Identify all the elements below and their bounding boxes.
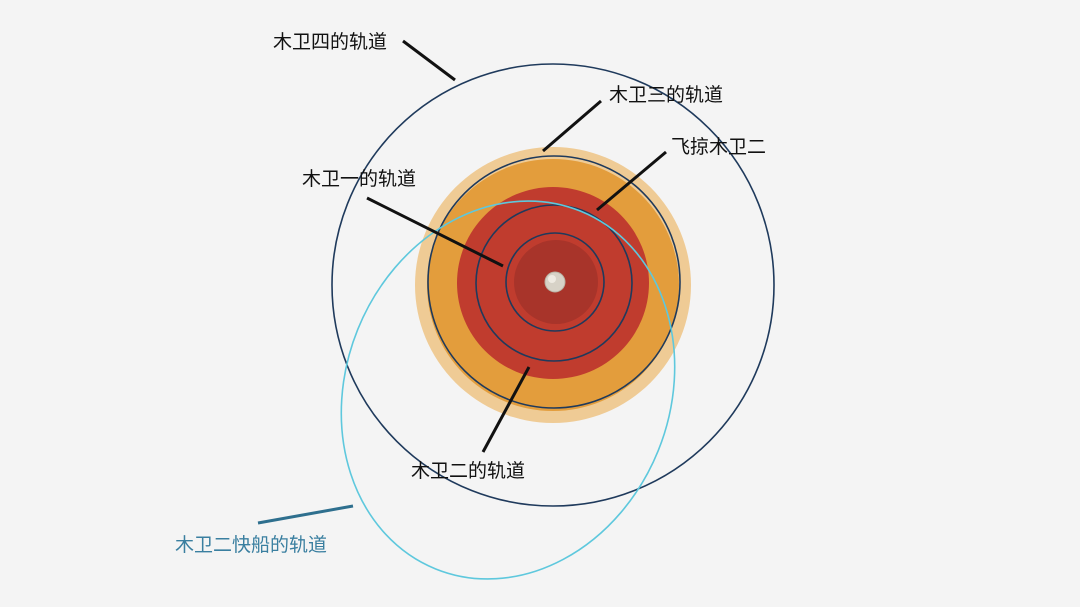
europa-orbit xyxy=(475,204,633,362)
callisto-orbit-label: 木卫四的轨道 xyxy=(273,31,387,53)
io-orbit xyxy=(505,232,605,332)
clipper-orbit-label: 木卫二快船的轨道 xyxy=(175,534,327,556)
io-orbit-label: 木卫一的轨道 xyxy=(302,168,416,190)
ganymede-orbit xyxy=(427,155,681,409)
flyby-europa-pointer xyxy=(596,150,667,212)
ganymede-orbit-label: 木卫三的轨道 xyxy=(609,84,723,106)
io-orbit-pointer xyxy=(366,196,504,268)
jupiter xyxy=(544,271,566,293)
flyby-europa-label: 飞掠木卫二 xyxy=(671,136,766,158)
jupiter-highlight xyxy=(548,275,556,283)
clipper-orbit xyxy=(340,200,676,580)
ganymede-orbit-pointer xyxy=(542,99,602,153)
callisto-orbit xyxy=(331,63,775,507)
europa-orbit-label: 木卫二的轨道 xyxy=(411,460,525,482)
callisto-orbit-pointer xyxy=(402,39,456,82)
clipper-orbit-pointer xyxy=(257,504,354,525)
europa-orbit-pointer xyxy=(481,366,531,453)
